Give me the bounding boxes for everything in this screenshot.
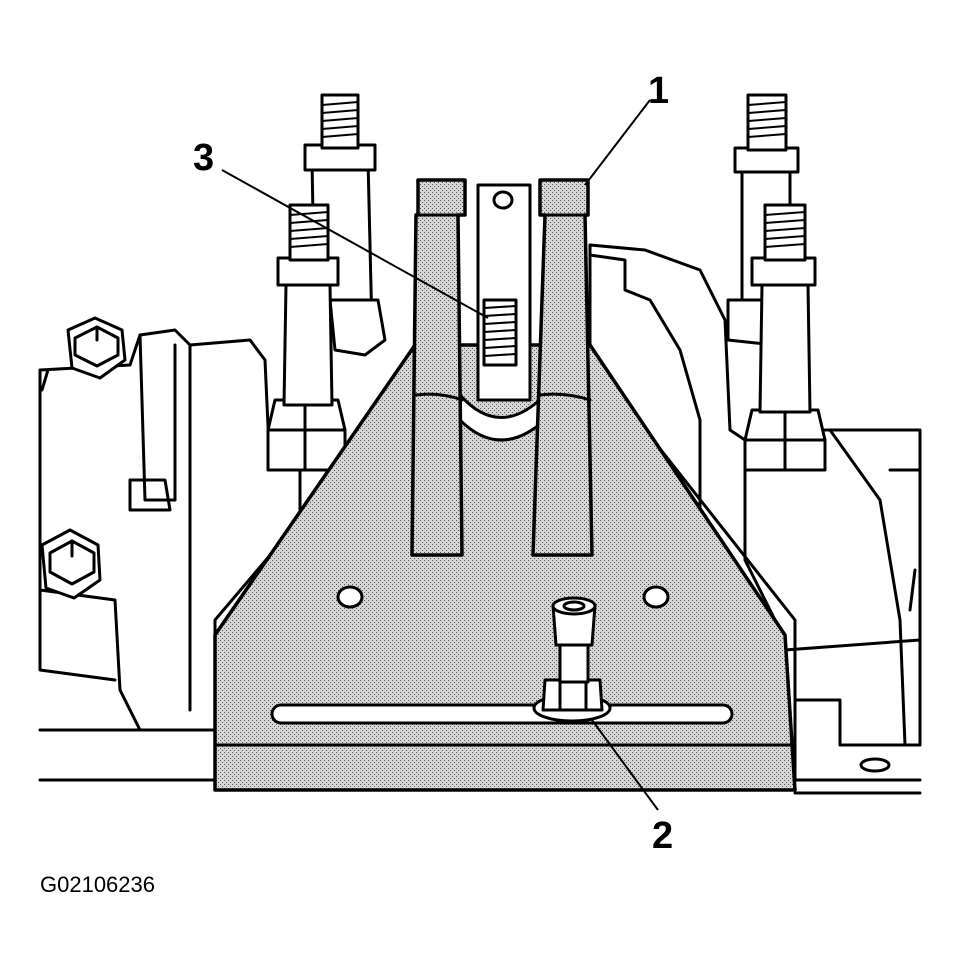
figure-id: G02106236 [40, 872, 155, 897]
adjustment-slot [270, 703, 734, 725]
callout-3: 3 [193, 137, 214, 179]
adjusting-bolt [532, 596, 612, 723]
leader-line-3 [221, 169, 489, 319]
center-threaded-stud [482, 298, 518, 367]
leader-line-1 [584, 99, 651, 186]
tool-right-leg [531, 178, 594, 557]
callout-1: 1 [648, 70, 669, 112]
special-tool-plate [213, 343, 797, 792]
tool-center-arm [458, 183, 547, 442]
leader-lines [221, 99, 659, 811]
hex-nut-lower-left [40, 528, 102, 600]
plate-hole-right [642, 585, 670, 609]
callout-2: 2 [652, 815, 673, 857]
tool-left-leg [410, 178, 467, 557]
engine-block [38, 243, 922, 795]
leader-line-2 [591, 719, 659, 811]
stud-right-front [743, 203, 827, 472]
plate-hole-left [336, 585, 364, 609]
hex-nut-upper-left [66, 316, 127, 380]
